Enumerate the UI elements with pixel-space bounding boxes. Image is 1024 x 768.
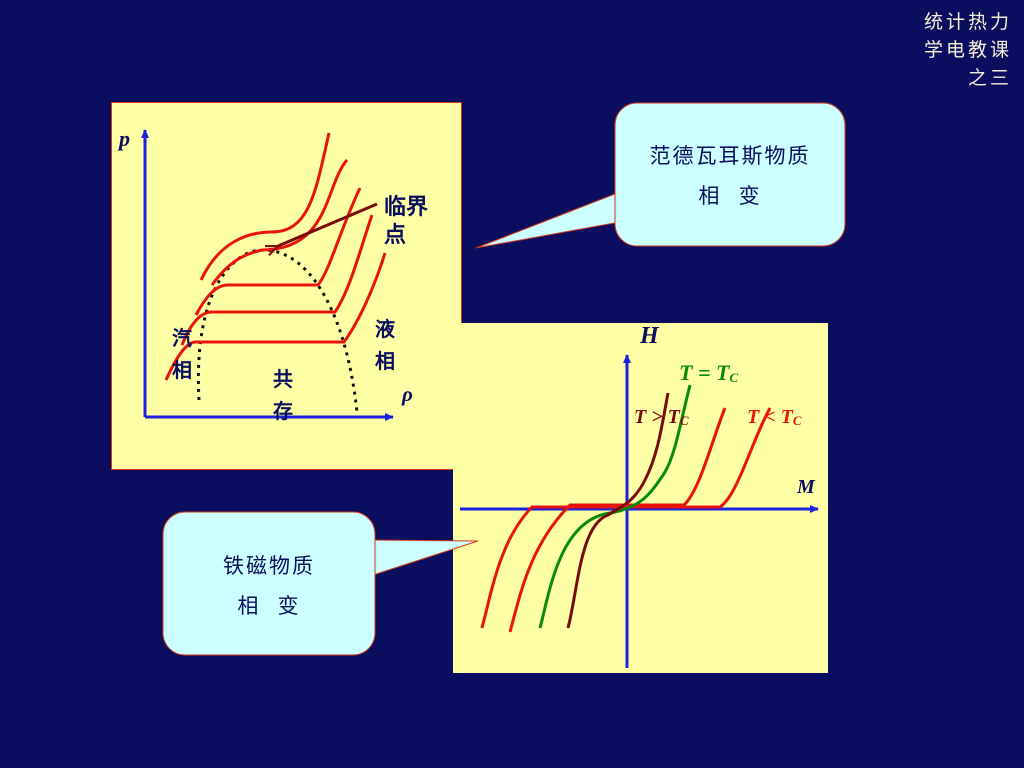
vdw-callout-pointer (475, 191, 621, 249)
t-eq-tc-subscript: C (729, 370, 739, 385)
coexistence-label-line-2: 存 (273, 399, 293, 423)
vdw-axes (141, 129, 394, 421)
vdw-callout-line-1: 范德瓦耳斯物质 (649, 144, 811, 168)
ferro-axes (460, 354, 819, 668)
t-gt-tc-t: T (634, 406, 647, 428)
critical-point-label-line-1: 临界 (384, 195, 429, 220)
vdw-isotherms (164, 132, 387, 381)
t-gt-tc-relation: > (646, 406, 668, 428)
t-above-tc-curve (566, 392, 670, 629)
critical-point-label-line-2: 点 (384, 223, 407, 248)
t-lt-tc-relation: < (759, 406, 781, 428)
coexistence-label: 共 存 (273, 363, 293, 427)
m-axis-label: M (797, 476, 815, 498)
liquid-phase-label-line-2: 相 (375, 349, 395, 373)
vapor-phase-label-line-1: 汽 (172, 326, 192, 350)
rho-axis-label: ρ (402, 382, 413, 406)
t-lt-tc-tc: T (780, 406, 793, 428)
t-lt-tc-subscript: C (792, 413, 802, 428)
course-title-line-3: 之三 (967, 67, 1012, 89)
vdw-callout-line-2: 相 变 (698, 184, 762, 208)
course-title: 统计热力 学电教课 之三 (924, 8, 1012, 92)
ferro-callout-pointer (369, 539, 479, 577)
isotherm-5 (164, 252, 387, 381)
ferro-callout-line-2: 相 变 (237, 594, 301, 618)
p-axis-label: p (119, 126, 130, 151)
t-lt-tc-label: T < TC (747, 406, 802, 429)
isotherm-3 (194, 187, 362, 316)
t-eq-tc-tc: T (716, 360, 730, 385)
t-below-tc-inner (508, 407, 727, 633)
t-gt-tc-tc: T (667, 406, 680, 428)
t-below-tc-curves (480, 407, 772, 633)
t-gt-tc-subscript: C (679, 413, 689, 428)
isotherm-4 (180, 214, 374, 346)
vdw-callout-text: 范德瓦耳斯物质 相 变 (615, 136, 845, 216)
t-eq-tc-curve (538, 384, 692, 629)
t-eq-tc-t: T (679, 360, 693, 385)
coexistence-label-line-1: 共 (273, 367, 293, 391)
t-eq-tc-relation: = (692, 360, 716, 385)
isotherm-1 (199, 132, 331, 281)
course-title-line-2: 学电教课 (923, 39, 1012, 61)
course-title-line-1: 统计热力 (923, 11, 1012, 33)
t-gt-tc-label: T > TC (634, 406, 689, 429)
ferro-callout-line-1: 铁磁物质 (223, 554, 315, 578)
vdw-callout-bubble (614, 102, 846, 247)
h-axis-label: H (640, 323, 659, 349)
t-below-tc-outer (480, 407, 772, 629)
vapor-phase-label: 汽 相 (172, 322, 192, 386)
ferro-callout-bubble (162, 511, 376, 656)
vapor-phase-label-line-2: 相 (172, 358, 192, 382)
coexistence-dome (196, 248, 359, 413)
liquid-phase-label-line-1: 液 (375, 317, 395, 341)
critical-point-label: 临界 点 (384, 194, 428, 250)
liquid-phase-label: 液 相 (375, 313, 395, 377)
critical-point-arrow (278, 202, 378, 246)
ferro-callout-text: 铁磁物质 相 变 (163, 546, 375, 626)
t-eq-tc-label: T = TC (679, 360, 738, 386)
t-lt-tc-t: T (747, 406, 760, 428)
